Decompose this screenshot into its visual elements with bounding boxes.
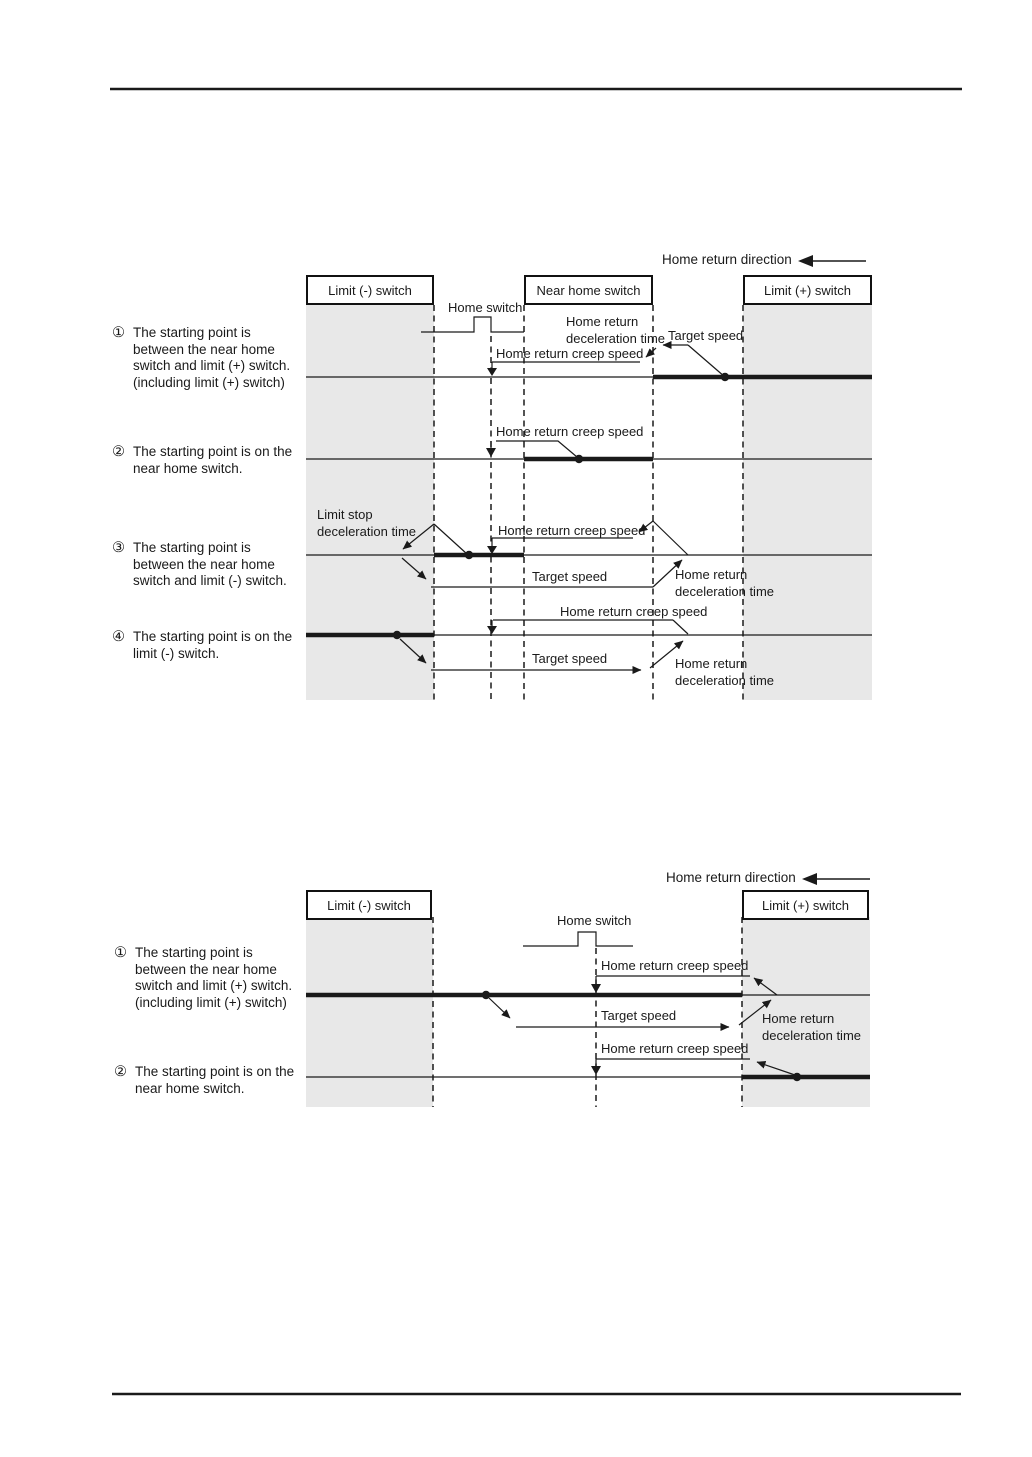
desc-line: The starting point is (133, 325, 251, 340)
diagram2-limit-plus-switch-box: Limit (+) switch (742, 890, 869, 920)
desc-line: The starting point is on the (133, 444, 293, 459)
diagram1-scenario4-text: The starting point is on the limit (-) s… (133, 629, 292, 662)
desc-line: The starting point is on the (135, 1064, 295, 1079)
desc-line: between the near home (133, 556, 275, 572)
diagram2-scenario2-text: The starting point is on the near home s… (135, 1064, 294, 1097)
label-line: Home return (675, 567, 748, 582)
diagram1-row1-profile (306, 341, 872, 382)
desc-line: switch and limit (-) switch. (133, 573, 287, 588)
diagram2-row2-profile (306, 1058, 870, 1082)
diagram1-row1-target-speed-label: Target speed (668, 328, 744, 343)
desc-line: (including limit (+) switch) (135, 994, 287, 1010)
desc-line: switch and limit (+) switch. (135, 978, 293, 993)
diagram1-row2-creep-speed-label: Home return creep speed (496, 424, 644, 439)
diagram1-scenario3-text: The starting point is between the near h… (133, 540, 287, 590)
diagram1-row4-profile (306, 619, 872, 674)
diagram1-dashed-guides (433, 305, 744, 700)
diagram2-row1-profile (306, 975, 870, 1031)
diagram2-direction-label: Home return direction (666, 870, 796, 885)
desc-line: (including limit (+) switch) (133, 374, 285, 390)
desc-line: The starting point is (135, 945, 253, 960)
diagram1-row4-creep-speed-label: Home return creep speed (560, 604, 708, 619)
diagram1-direction-arrow (798, 255, 866, 267)
diagram2-row2-creep-speed-label: Home return creep speed (601, 1041, 749, 1056)
diagram2-home-switch-label: Home switch (557, 913, 632, 928)
diagram1-scenario2-text: The starting point is on the near home s… (133, 444, 292, 477)
label-line: Home return (675, 656, 748, 671)
diagram1-row4-decel-label: Home return deceleration time (675, 655, 774, 689)
diagram1-shaded-regions (306, 305, 872, 700)
diagram2-row1-decel-label: Home return deceleration time (762, 1010, 861, 1044)
diagram1-scenario1-number: ① (112, 325, 125, 341)
diagram2-row1-creep-speed-label: Home return creep speed (601, 958, 749, 973)
diagram1-scenario2-number: ② (112, 444, 125, 460)
diagram1-row3-limit-stop-label: Limit stop deceleration time (317, 506, 416, 540)
diagram1-scenario3-number: ③ (112, 540, 125, 556)
diagram2-limit-minus-switch-box: Limit (-) switch (306, 890, 432, 920)
diagram1-scenario4-number: ④ (112, 629, 125, 645)
label-line: deceleration time (762, 1028, 861, 1043)
diagram2-home-switch-pulse (523, 931, 633, 947)
diagram1-direction-label: Home return direction (662, 252, 792, 267)
diagram1-home-switch-label: Home switch (448, 300, 523, 315)
diagram1-row3-target-speed-label: Target speed (532, 569, 608, 584)
diagram1-row1-creep-speed-label: Home return creep speed (496, 346, 644, 361)
diagram2-row1-target-speed-label: Target speed (601, 1008, 677, 1023)
desc-line: between the near home (133, 341, 275, 357)
diagram1-row3-decel-label: Home return deceleration time (675, 566, 774, 600)
diagram1-row1-decel-label: Home return deceleration time (566, 313, 665, 347)
diagram1-row2-profile (306, 440, 872, 464)
diagram1-home-switch-pulse (421, 316, 524, 333)
desc-line: between the near home (135, 961, 277, 977)
diagram1-near-home-switch-box: Near home switch (524, 275, 653, 305)
label-line: deceleration time (566, 331, 665, 346)
desc-line: The starting point is on the (133, 629, 293, 644)
desc-line: near home switch. (133, 460, 243, 476)
label-line: deceleration time (675, 673, 774, 688)
diagram1-scenario1-text: The starting point is between the near h… (133, 325, 290, 391)
diagram2-scenario1-text: The starting point is between the near h… (135, 945, 292, 1011)
page-rules (110, 87, 962, 1396)
diagram1-row3-creep-speed-label: Home return creep speed (498, 523, 646, 538)
label-line: Limit stop (317, 507, 373, 522)
diagram2-scenario2-number: ② (114, 1064, 127, 1080)
label-line: Home return (762, 1011, 835, 1026)
diagram2-dashed-guides (432, 917, 743, 1107)
diagram1-row4-target-speed-label: Target speed (532, 651, 608, 666)
desc-line: near home switch. (135, 1080, 245, 1096)
diagram1-limit-plus-switch-box: Limit (+) switch (743, 275, 872, 305)
diagram2-scenario1-number: ① (114, 945, 127, 961)
label-line: Home return (566, 314, 639, 329)
diagram1-row3-profile (306, 520, 872, 588)
diagram1-limit-minus-switch-box: Limit (-) switch (306, 275, 434, 305)
label-line: deceleration time (675, 584, 774, 599)
label-line: deceleration time (317, 524, 416, 539)
desc-line: limit (-) switch. (133, 645, 220, 661)
diagram2-direction-arrow (802, 873, 870, 885)
desc-line: The starting point is (133, 540, 251, 555)
desc-line: switch and limit (+) switch. (133, 358, 291, 373)
